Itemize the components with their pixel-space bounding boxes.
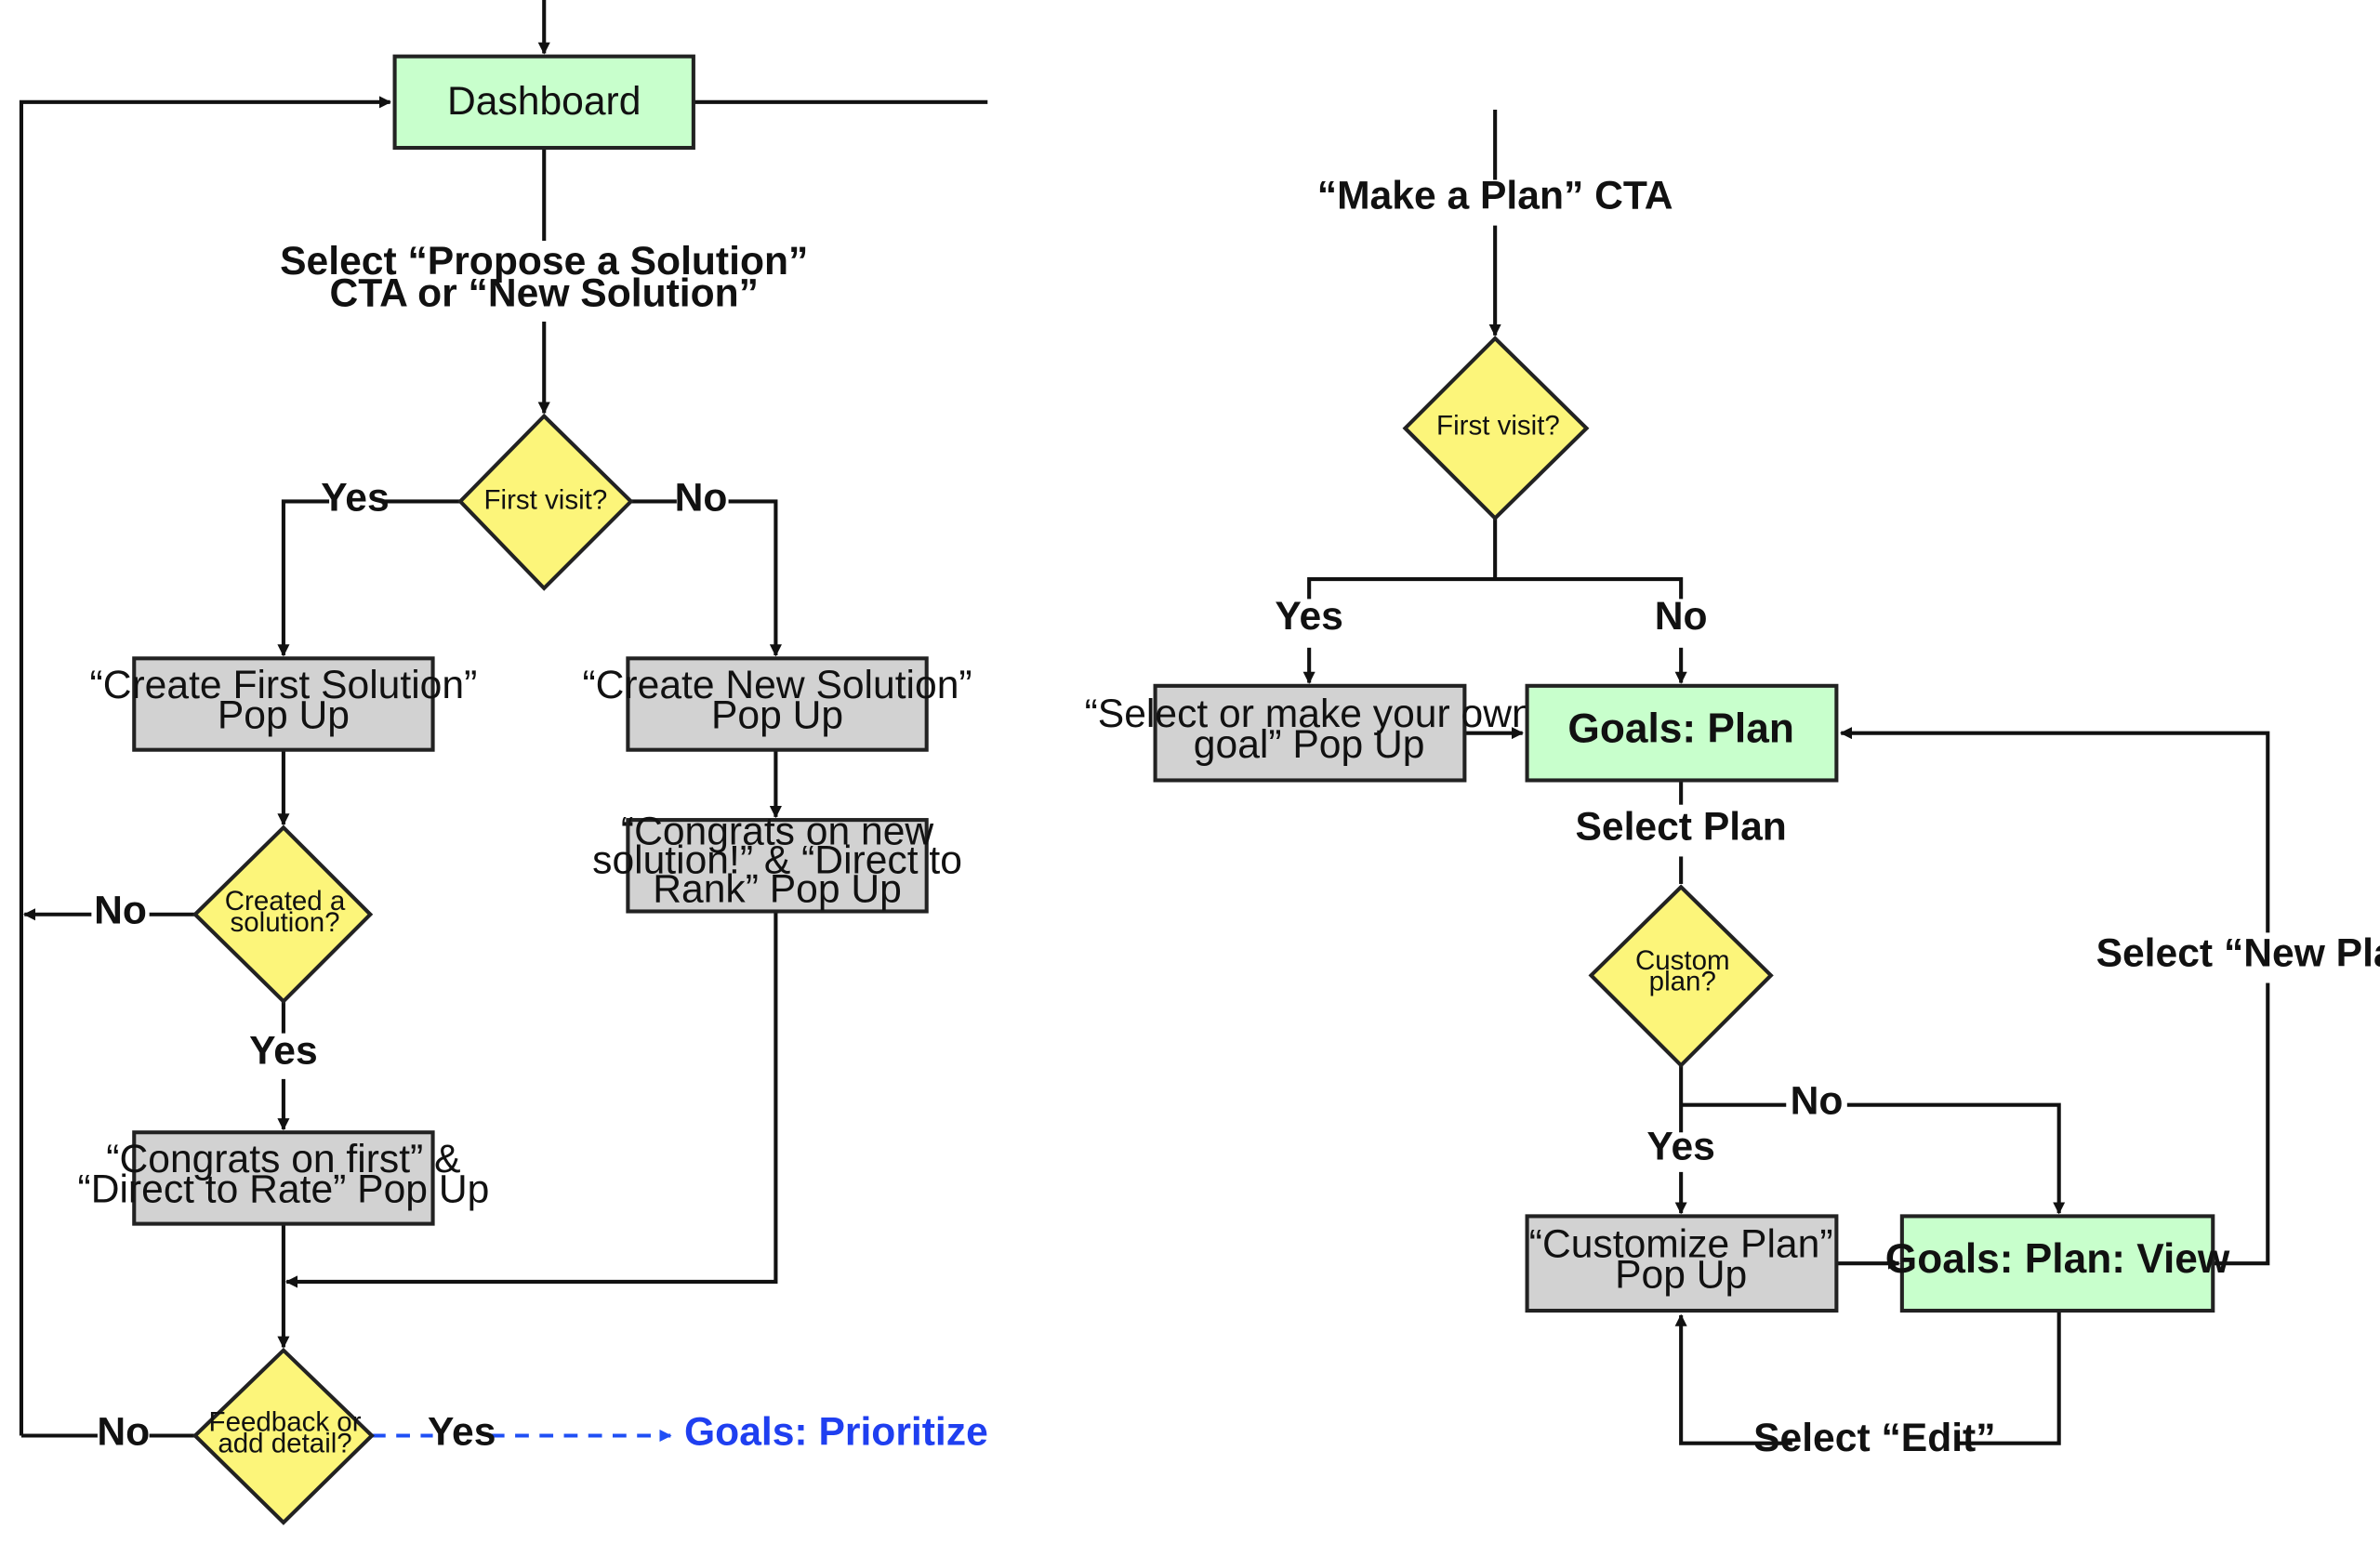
- edge-select-edit-b: [1674, 1313, 1792, 1445]
- select-edit-label: Select “Edit”: [1753, 1416, 1995, 1460]
- dashboard-label: Dashboard: [447, 79, 641, 124]
- custom-plan-yes-label: Yes: [1646, 1125, 1714, 1169]
- goals-plan-screen[interactable]: Goals: Plan: [1525, 683, 1839, 783]
- feedback-line-1: Feedback or: [209, 1407, 362, 1438]
- created-solution-no-label: No: [94, 889, 147, 933]
- goals-plan-view-screen[interactable]: Goals: Plan: View: [1885, 1214, 2230, 1313]
- dashboard-node[interactable]: Dashboard: [392, 54, 695, 151]
- custom-plan-line-1: Custom: [1635, 945, 1730, 976]
- custom-plan-no-label: No: [1791, 1079, 1844, 1124]
- create-new-solution-popup[interactable]: “Create New Solution” Pop Up: [582, 656, 972, 752]
- congrats-first-line-2: “Direct to Rate” Pop Up: [78, 1167, 490, 1212]
- create-new-solution-line-1: “Create New Solution”: [582, 663, 972, 707]
- feedback-line-2: add detail?: [218, 1429, 351, 1459]
- custom-plan-decision[interactable]: Custom plan?: [1588, 884, 1774, 1068]
- customize-plan-line-1: “Customize Plan”: [1529, 1222, 1833, 1267]
- goals-plan-view-label: Goals: Plan: View: [1885, 1236, 2230, 1282]
- make-plan-cta-label: “Make a Plan” CTA: [1317, 174, 1673, 218]
- feedback-yes-label: Yes: [428, 1409, 496, 1454]
- create-first-solution-popup[interactable]: “Create First Solution” Pop Up: [90, 656, 478, 752]
- first-visit-no-label-right: No: [1655, 594, 1708, 639]
- first-visit-label-left: First visit?: [484, 485, 608, 516]
- first-visit-yes-label-right: Yes: [1275, 594, 1342, 639]
- customize-plan-line-2: Pop Up: [1615, 1252, 1747, 1297]
- congrats-new-line-2: solution!” & “Direct to: [592, 837, 962, 882]
- feedback-decision[interactable]: Feedback or add detail?: [192, 1347, 375, 1525]
- edge-custom-no-b: [1846, 1102, 2066, 1215]
- created-solution-yes-label: Yes: [249, 1028, 317, 1073]
- first-visit-yes-label-left: Yes: [321, 475, 389, 520]
- select-cta-label-line-1: Select “Propose a Solution”: [280, 239, 808, 284]
- select-goal-line-1: “Select or make your own: [1085, 692, 1534, 736]
- edge-first-visit-no-b: [728, 499, 782, 657]
- select-cta-label-line-2: CTA or “New Solution”: [329, 271, 759, 316]
- first-visit-no-label-left: No: [675, 475, 728, 520]
- created-solution-decision[interactable]: Created a solution?: [192, 824, 374, 1005]
- goals-plan-label: Goals: Plan: [1567, 706, 1793, 751]
- left-flow-edges: [19, 0, 988, 1443]
- create-first-solution-line-1: “Create First Solution”: [90, 663, 478, 707]
- congrats-new-solution-popup[interactable]: “Congrats on new solution!” & “Direct to…: [592, 809, 962, 914]
- congrats-first-line-1: “Congrats on first” &: [106, 1137, 460, 1181]
- edge-first-visit-yes-b: [277, 499, 330, 657]
- edge-view-up-b: [1839, 727, 2270, 933]
- edge-select-edit-a: [1956, 1312, 2061, 1445]
- edge-congrats-new-merge: [284, 911, 778, 1288]
- create-new-solution-line-2: Pop Up: [711, 693, 843, 738]
- congrats-new-line-3: Rank” Pop Up: [653, 867, 902, 912]
- customize-plan-popup[interactable]: “Customize Plan” Pop Up: [1525, 1214, 1839, 1313]
- right-flow-edges: [1302, 110, 2270, 1445]
- congrats-new-line-1: “Congrats on new: [621, 809, 934, 853]
- goals-prioritize-link[interactable]: Goals: Prioritize: [684, 1409, 988, 1454]
- edge-view-up-a: [2213, 983, 2270, 1266]
- created-solution-line-1: Created a: [225, 886, 346, 917]
- first-visit-label-right: First visit?: [1436, 410, 1560, 441]
- created-solution-line-2: solution?: [231, 907, 340, 938]
- select-plan-label: Select Plan: [1575, 804, 1786, 849]
- select-new-plan-label: Select “New Plan”: [2096, 931, 2380, 976]
- custom-plan-line-2: plan?: [1649, 967, 1716, 997]
- edge-loop-back-dashboard: [19, 96, 391, 1436]
- edge-first-visit-split: [1307, 576, 1684, 600]
- congrats-first-popup[interactable]: “Congrats on first” & “Direct to Rate” P…: [78, 1130, 490, 1226]
- first-visit-decision-left[interactable]: First visit?: [457, 413, 634, 591]
- feedback-no-label: No: [97, 1409, 150, 1454]
- create-first-solution-line-2: Pop Up: [218, 693, 350, 738]
- select-goal-line-2: goal” Pop Up: [1194, 722, 1425, 767]
- first-visit-decision-right[interactable]: First visit?: [1402, 336, 1590, 521]
- select-goal-popup[interactable]: “Select or make your own goal” Pop Up: [1085, 683, 1534, 783]
